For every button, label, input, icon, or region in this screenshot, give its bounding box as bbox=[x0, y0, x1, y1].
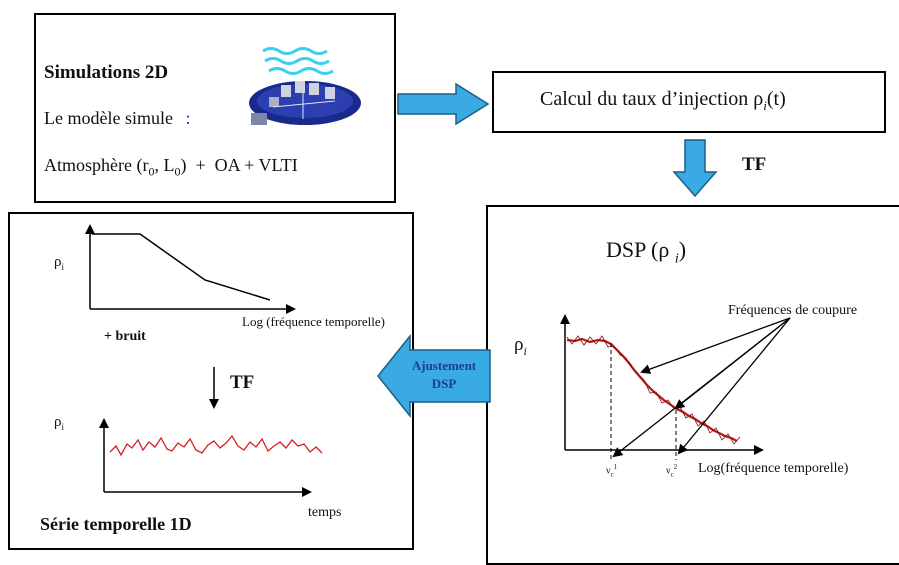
time-series-box: ρi Log (fréquence temporelle) + bruit TF… bbox=[8, 212, 414, 550]
injection-rate-text: Calcul du taux d’injection ρi(t) bbox=[540, 88, 786, 114]
injection-rate-suffix: (t) bbox=[766, 88, 786, 110]
top-plot-psd-line bbox=[92, 233, 271, 301]
top-plot-y-sub: i bbox=[61, 262, 65, 272]
atmosphere-line: Atmosphère (r0, L0) + OA + VLTI bbox=[44, 155, 298, 180]
adjust-dsp-arrow bbox=[377, 333, 491, 419]
adjust-line-1: Ajustement bbox=[411, 358, 477, 373]
arrow-calc-to-dsp bbox=[672, 139, 718, 198]
nu-c2-label: νc2 bbox=[666, 463, 677, 478]
top-plot-y-rho: ρ bbox=[54, 254, 62, 270]
dsp-title-sub: i bbox=[674, 251, 679, 267]
atm-prefix: Atmosphère (r bbox=[44, 155, 149, 175]
simulation-title: Simulations 2D bbox=[44, 62, 169, 83]
atm-sub-r: 0 bbox=[148, 164, 155, 179]
top-plot-y-label: ρi bbox=[54, 254, 64, 272]
model-text: Le modèle simule bbox=[44, 108, 173, 128]
arrow-sim-to-calc bbox=[397, 82, 490, 126]
nu-c1-sub: c bbox=[610, 470, 614, 479]
dsp-title-suffix: ) bbox=[678, 237, 687, 262]
dsp-title: DSP (ρ i) bbox=[606, 237, 686, 267]
dsp-x-label: Log(fréquence temporelle) bbox=[698, 461, 849, 476]
atm-suffix: ) + OA + VLTI bbox=[180, 155, 298, 175]
adjust-line-2: DSP bbox=[431, 376, 457, 391]
adjust-dsp-label: Ajustement DSP bbox=[396, 357, 492, 393]
dsp-box: DSP (ρ i) ρi Fréquences de coupure Log(f… bbox=[486, 205, 899, 565]
nu-c2-sup: 2 bbox=[673, 463, 678, 471]
telescope-render-image bbox=[243, 41, 361, 137]
top-plot-x-label: Log (fréquence temporelle) bbox=[242, 314, 385, 329]
nu-c1-label: νc1 bbox=[606, 463, 617, 478]
bottom-plot-y-rho: ρ bbox=[54, 414, 62, 430]
nu-c1-sup: 1 bbox=[613, 463, 618, 471]
bottom-plot-x-label: temps bbox=[308, 505, 342, 520]
time-series-title: Série temporelle 1D bbox=[40, 514, 192, 534]
dsp-curve bbox=[566, 337, 738, 442]
dsp-y-label: ρi bbox=[514, 334, 527, 359]
injection-rate-sub: i bbox=[763, 98, 767, 113]
nu-c2-sub: c bbox=[670, 470, 674, 479]
bottom-plot-y-label: ρi bbox=[54, 414, 64, 432]
bottom-plot-y-sub: i bbox=[61, 422, 65, 432]
tf-label-main: TF bbox=[742, 154, 767, 175]
cutoff-annotation: Fréquences de coupure bbox=[728, 303, 858, 318]
tf-label-series: TF bbox=[230, 372, 255, 393]
model-line: Le modèle simule : bbox=[44, 108, 190, 129]
dsp-y-sub: i bbox=[523, 343, 527, 358]
dsp-title-prefix: DSP (ρ bbox=[606, 237, 675, 262]
noise-label: + bruit bbox=[104, 329, 146, 344]
nu-c2: ν bbox=[666, 465, 671, 477]
model-colon: : bbox=[185, 108, 191, 128]
injection-rate-box: Calcul du taux d’injection ρi(t) bbox=[492, 71, 886, 133]
nu-c1: ν bbox=[606, 465, 611, 477]
dsp-y-rho: ρ bbox=[514, 334, 524, 355]
noisy-time-signal bbox=[109, 434, 323, 457]
atm-sub-l: 0 bbox=[174, 164, 181, 179]
atm-mid: , L bbox=[154, 155, 175, 175]
injection-rate-label: Calcul du taux d’injection ρ bbox=[540, 88, 764, 110]
simulation-box: Simulations 2D Le modèle simule : Atmosp… bbox=[34, 13, 396, 203]
